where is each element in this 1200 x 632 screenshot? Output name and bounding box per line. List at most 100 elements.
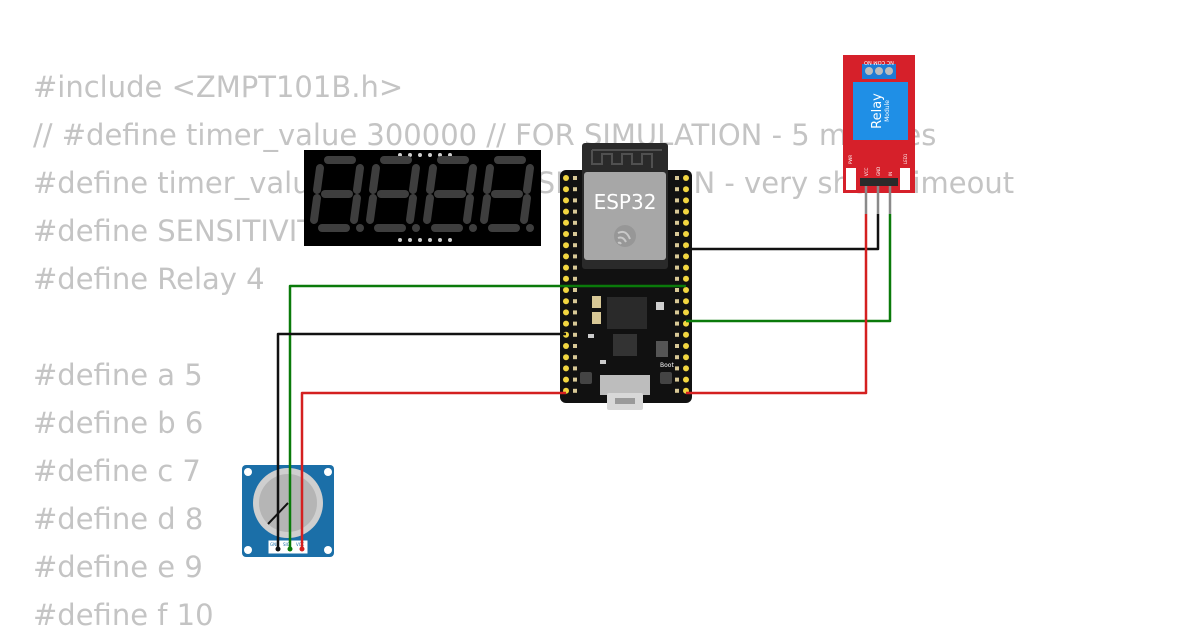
segment — [310, 194, 321, 224]
esp32-pin[interactable] — [683, 264, 689, 271]
segment — [369, 164, 380, 194]
esp32-pin-marker — [675, 366, 679, 371]
display-digits — [310, 156, 534, 232]
esp32-pin-marker — [675, 198, 679, 203]
esp32-antenna — [591, 149, 662, 168]
code-line: #define d 8 — [33, 502, 204, 536]
segment — [409, 164, 420, 194]
esp32-pin-marker — [573, 377, 577, 382]
relay-pwr-led — [846, 168, 856, 190]
decimal-point — [469, 224, 477, 232]
esp32-pin-header-right — [675, 175, 689, 394]
esp32-pin[interactable] — [563, 376, 569, 383]
esp32-pin[interactable] — [563, 275, 569, 282]
esp32-pin[interactable] — [683, 376, 689, 383]
display-pin[interactable] — [418, 238, 422, 242]
esp32-pin[interactable] — [683, 331, 689, 338]
wire-relay-in[interactable] — [686, 214, 892, 323]
esp32-pin[interactable] — [683, 186, 689, 193]
display-pin[interactable] — [438, 238, 442, 242]
esp32-pin-marker — [675, 276, 679, 281]
usb-port-icon[interactable] — [607, 393, 643, 410]
relay-subtitle: Module — [884, 100, 891, 122]
esp32-pin[interactable] — [563, 231, 569, 237]
relay-pin-vcc-label: VCC — [864, 167, 869, 176]
esp32-pin-marker — [573, 243, 577, 248]
esp32-pin[interactable] — [683, 208, 689, 215]
esp32-pin[interactable] — [563, 197, 569, 204]
esp32-pin-marker — [573, 344, 577, 348]
relay-pin-in-label: IN — [888, 172, 893, 176]
wire-relay-gnd[interactable] — [686, 214, 880, 251]
esp32-board[interactable]: ESP32 Boot — [560, 143, 692, 410]
potentiometer[interactable]: GND SIG VCC — [242, 465, 334, 557]
esp32-pin-marker — [573, 265, 577, 270]
esp32-pin[interactable] — [683, 354, 689, 361]
relay-module[interactable]: NC COM NO Relay Module PWR LED1 VCC GND … — [843, 55, 915, 214]
esp32-pin[interactable] — [563, 219, 569, 226]
segment — [463, 194, 474, 224]
esp32-pin[interactable] — [683, 298, 689, 305]
esp32-pin-marker — [573, 288, 577, 292]
display-pin[interactable] — [428, 153, 432, 157]
pot-pin-vcc-label: VCC — [296, 542, 305, 547]
segment — [423, 194, 434, 224]
esp32-label: ESP32 — [594, 190, 657, 214]
esp32-pin[interactable] — [683, 309, 689, 316]
esp32-pin-marker — [675, 344, 679, 348]
esp32-pin[interactable] — [563, 242, 569, 249]
esp32-pin-marker — [573, 232, 577, 236]
esp32-pin-marker — [675, 388, 679, 393]
esp32-pin[interactable] — [563, 298, 569, 305]
wire-pot-vcc[interactable] — [300, 391, 566, 549]
relay-pwr-label: PWR — [848, 155, 853, 164]
esp32-pin-marker — [573, 176, 577, 180]
esp32-can — [584, 172, 666, 260]
code-line: #define c 7 — [33, 454, 201, 488]
esp32-pin[interactable] — [683, 175, 689, 181]
relay-body — [853, 82, 908, 140]
esp32-pin-marker — [675, 265, 679, 270]
esp32-pin[interactable] — [563, 264, 569, 271]
display-pin[interactable] — [428, 238, 432, 242]
seven-segment-display[interactable] — [304, 150, 541, 246]
pot-pin-sig-label: SIG — [283, 542, 290, 547]
segment — [426, 164, 437, 194]
esp32-pin[interactable] — [683, 231, 689, 237]
esp32-pin[interactable] — [563, 208, 569, 215]
wire-pot-sig[interactable] — [288, 284, 686, 549]
esp32-pin-marker — [573, 187, 577, 192]
wire-relay-vcc[interactable] — [686, 214, 868, 395]
esp32-pin-marker — [675, 332, 679, 337]
esp32-pin[interactable] — [683, 197, 689, 204]
display-pin[interactable] — [408, 238, 412, 242]
esp32-pin[interactable] — [683, 365, 689, 372]
display-pin[interactable] — [408, 153, 412, 157]
display-pin[interactable] — [448, 238, 452, 242]
esp32-pin[interactable] — [563, 320, 569, 327]
esp32-pin[interactable] — [563, 354, 569, 361]
esp32-pin-marker — [573, 332, 577, 337]
esp32-pin-marker — [675, 299, 679, 304]
wire-pot-gnd[interactable] — [276, 332, 566, 549]
esp32-pin[interactable] — [563, 175, 569, 181]
esp32-pin[interactable] — [563, 343, 569, 349]
esp32-pin-marker — [573, 310, 577, 315]
esp32-pin-marker — [573, 299, 577, 304]
esp32-pin[interactable] — [563, 186, 569, 193]
display-pin[interactable] — [398, 238, 402, 242]
esp32-pin[interactable] — [563, 365, 569, 372]
esp32-pin[interactable] — [563, 309, 569, 316]
esp32-pin[interactable] — [683, 253, 689, 260]
esp32-pin[interactable] — [683, 242, 689, 249]
esp32-pin[interactable] — [563, 253, 569, 260]
wires — [276, 214, 892, 549]
esp32-pin[interactable] — [683, 275, 689, 282]
display-pin[interactable] — [418, 153, 422, 157]
esp32-pin[interactable] — [683, 287, 689, 293]
esp32-pin[interactable] — [683, 219, 689, 226]
relay-terminal-label: NC COM NO — [864, 59, 894, 65]
esp32-pin-marker — [675, 187, 679, 192]
esp32-pin[interactable] — [683, 343, 689, 349]
esp32-pin[interactable] — [563, 287, 569, 293]
